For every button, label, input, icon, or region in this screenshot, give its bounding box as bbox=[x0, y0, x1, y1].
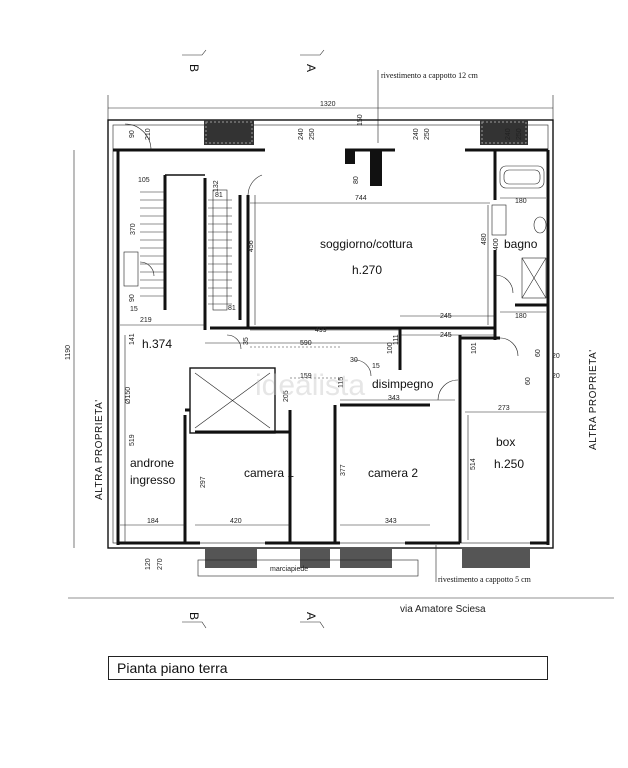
svg-text:80: 80 bbox=[353, 176, 360, 184]
bathroom-fixtures bbox=[491, 165, 547, 299]
svg-text:377: 377 bbox=[340, 464, 347, 476]
svg-text:150: 150 bbox=[357, 114, 364, 126]
svg-text:105: 105 bbox=[138, 177, 150, 184]
room-bathroom: bagno bbox=[504, 237, 538, 251]
svg-text:240: 240 bbox=[505, 128, 512, 140]
svg-text:514: 514 bbox=[470, 458, 477, 470]
watermark: idealista bbox=[255, 369, 365, 402]
svg-text:184: 184 bbox=[147, 518, 159, 525]
svg-text:35: 35 bbox=[243, 337, 250, 345]
room-entrance: ingresso bbox=[130, 473, 176, 487]
svg-text:400: 400 bbox=[493, 238, 500, 250]
svg-text:219: 219 bbox=[140, 317, 152, 324]
svg-text:115: 115 bbox=[338, 377, 345, 388]
room-living: soggiorno/cottura bbox=[320, 237, 413, 251]
room-bedroom-1: camera 1 bbox=[244, 466, 294, 480]
svg-text:15: 15 bbox=[130, 306, 138, 313]
section-marker-a-bottom: A bbox=[300, 612, 325, 629]
interior-dim-lines bbox=[120, 195, 546, 543]
section-marker-a-top: A bbox=[300, 49, 325, 72]
dim-1320: 1320 bbox=[320, 101, 336, 108]
svg-text:273: 273 bbox=[498, 405, 510, 412]
svg-text:370: 370 bbox=[130, 223, 137, 235]
window-hatch-top-left bbox=[204, 120, 254, 145]
sidewalk-outline bbox=[197, 559, 419, 577]
svg-text:81: 81 bbox=[228, 305, 236, 312]
svg-text:343: 343 bbox=[385, 518, 397, 525]
svg-text:240: 240 bbox=[413, 128, 420, 140]
window-hatch-bottom bbox=[205, 548, 530, 568]
interior-dims: 744 180 180 219 499 590 245 245 184 420 … bbox=[125, 114, 560, 570]
svg-text:180: 180 bbox=[515, 313, 527, 320]
svg-text:744: 744 bbox=[355, 195, 367, 202]
svg-text:20: 20 bbox=[552, 373, 560, 380]
section-marker-b-top: B bbox=[182, 49, 207, 72]
svg-text:297: 297 bbox=[200, 476, 207, 488]
svg-text:499: 499 bbox=[315, 327, 327, 334]
svg-text:590: 590 bbox=[300, 340, 312, 347]
svg-text:250: 250 bbox=[516, 128, 523, 140]
room-garage-height: h.250 bbox=[494, 457, 524, 471]
svg-text:141: 141 bbox=[129, 333, 136, 345]
svg-text:519: 519 bbox=[129, 434, 136, 446]
svg-text:Ø150: Ø150 bbox=[125, 387, 132, 404]
svg-text:20: 20 bbox=[552, 353, 560, 360]
svg-text:343: 343 bbox=[388, 395, 400, 402]
svg-text:132: 132 bbox=[213, 180, 220, 192]
svg-text:210: 210 bbox=[145, 128, 152, 140]
room-hallway: disimpegno bbox=[372, 377, 434, 391]
caption-box: Pianta piano terra bbox=[108, 656, 548, 680]
svg-text:245: 245 bbox=[440, 332, 452, 339]
room-living-height: h.270 bbox=[352, 263, 382, 277]
svg-text:240: 240 bbox=[298, 128, 305, 140]
room-garage: box bbox=[496, 435, 515, 449]
sidewalk-label: marciapiede bbox=[270, 566, 308, 573]
stair-height: h.374 bbox=[142, 337, 172, 351]
window-hatch-top-right bbox=[480, 120, 528, 145]
room-bedroom-2: camera 2 bbox=[368, 466, 418, 480]
svg-text:205: 205 bbox=[283, 390, 290, 402]
svg-text:15: 15 bbox=[372, 363, 380, 370]
door-swings bbox=[124, 123, 519, 401]
svg-text:90: 90 bbox=[129, 130, 136, 138]
svg-text:60: 60 bbox=[525, 377, 532, 385]
svg-text:250: 250 bbox=[309, 128, 316, 140]
neighbour-right-label: ALTRA PROPRIETA' bbox=[588, 349, 599, 450]
svg-text:60: 60 bbox=[535, 349, 542, 357]
svg-text:245: 245 bbox=[440, 313, 452, 320]
svg-text:A: A bbox=[304, 612, 318, 620]
svg-text:90: 90 bbox=[129, 294, 136, 302]
svg-text:456: 456 bbox=[248, 240, 255, 252]
svg-text:270: 270 bbox=[157, 558, 164, 570]
dim-1190: 1190 bbox=[65, 345, 72, 360]
svg-text:120: 120 bbox=[145, 558, 152, 570]
svg-text:100: 100 bbox=[387, 342, 394, 354]
svg-text:101: 101 bbox=[471, 342, 478, 354]
svg-text:30: 30 bbox=[350, 357, 358, 364]
room-entrance-hall: androne bbox=[130, 456, 174, 470]
neighbour-left-label: ALTRA PROPRIETA' bbox=[94, 399, 105, 500]
svg-text:111: 111 bbox=[393, 334, 400, 345]
svg-text:81: 81 bbox=[215, 192, 223, 199]
staircase-right bbox=[208, 189, 232, 311]
street-name: via Amatore Sciesa bbox=[400, 604, 486, 615]
walls bbox=[113, 148, 550, 545]
cladding-note-bottom: rivestimento a cappotto 5 cm bbox=[438, 575, 532, 584]
svg-text:B: B bbox=[187, 64, 201, 72]
section-marker-b-bottom: B bbox=[182, 612, 207, 629]
svg-text:A: A bbox=[304, 64, 318, 72]
svg-text:180: 180 bbox=[515, 198, 527, 205]
svg-text:480: 480 bbox=[481, 233, 488, 245]
staircase-left bbox=[123, 191, 165, 297]
svg-text:159: 159 bbox=[300, 373, 312, 380]
svg-text:B: B bbox=[187, 612, 201, 620]
svg-text:420: 420 bbox=[230, 518, 242, 525]
cladding-note-top: rivestimento a cappotto 12 cm bbox=[381, 71, 479, 80]
svg-text:250: 250 bbox=[424, 128, 431, 140]
plan-caption: Pianta piano terra bbox=[117, 660, 228, 676]
